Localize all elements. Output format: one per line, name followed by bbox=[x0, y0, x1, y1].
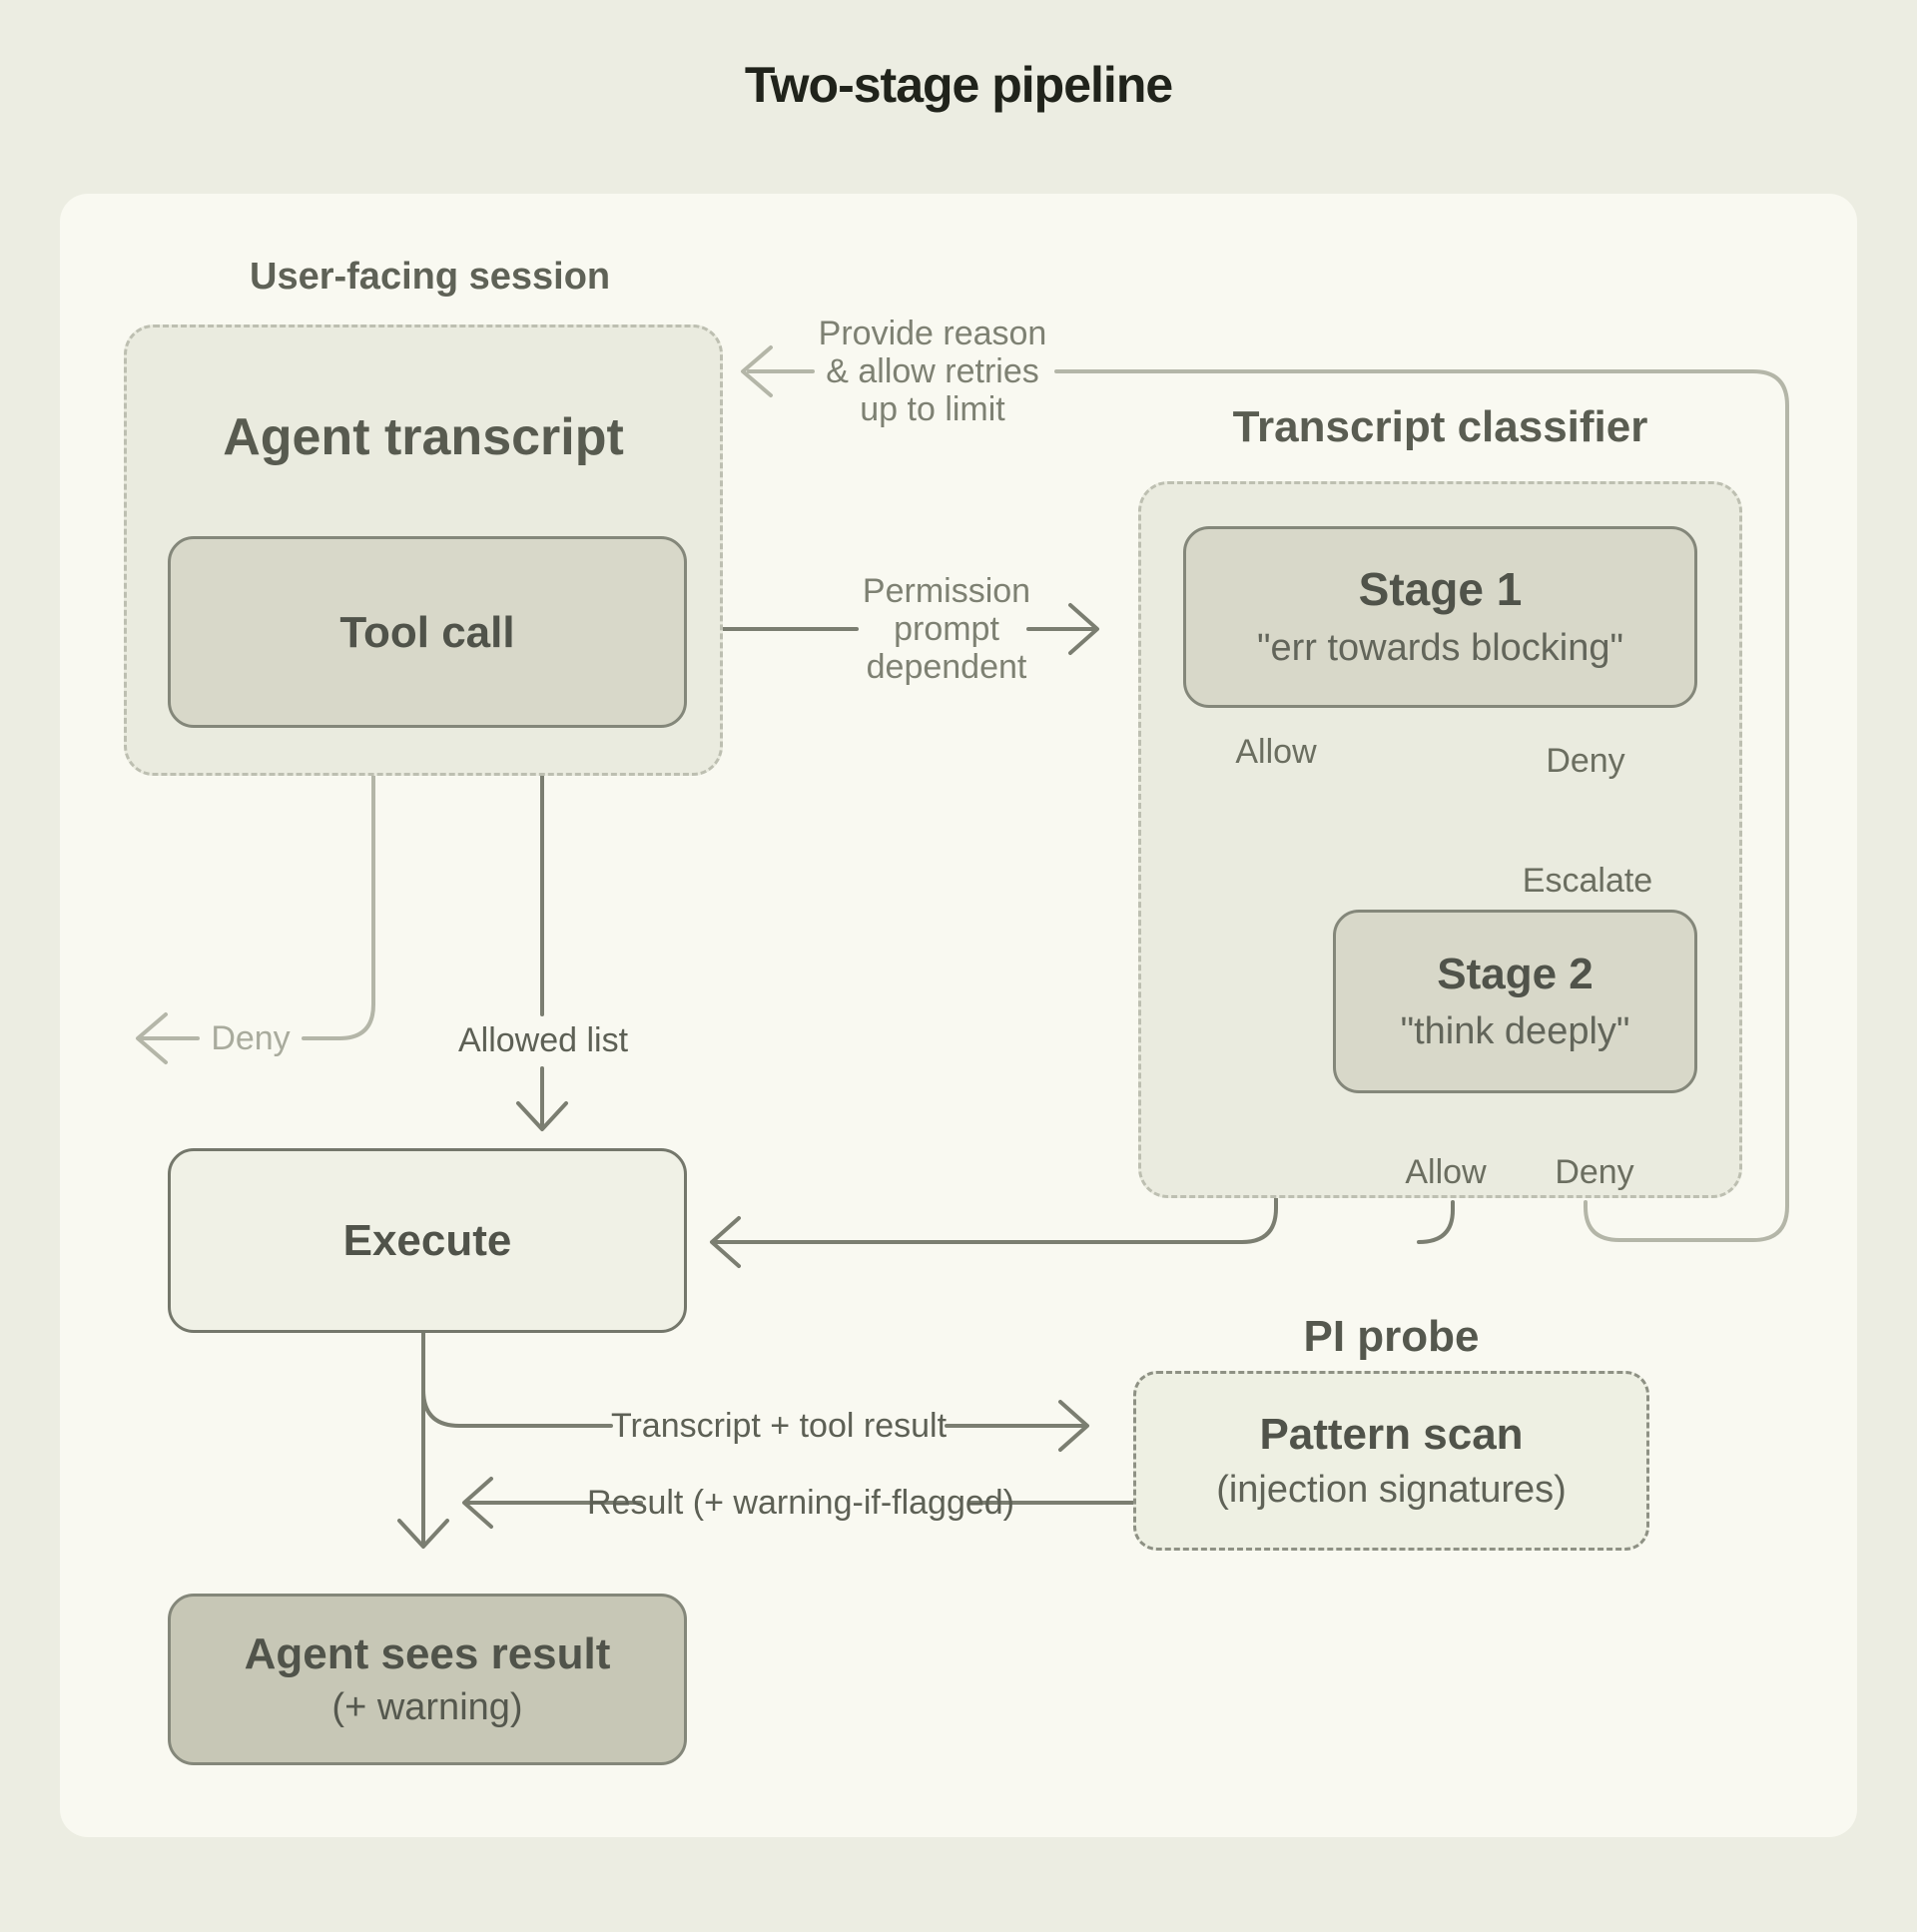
stage1-allow-label: Allow bbox=[1235, 732, 1317, 771]
tool-call-label: Tool call bbox=[339, 607, 515, 657]
user-facing-session-label: User-facing session bbox=[250, 256, 611, 298]
transcript-classifier-label: Transcript classifier bbox=[1232, 402, 1648, 451]
diagram-title: Two-stage pipeline bbox=[744, 57, 1173, 113]
permission-prompt-label: Permission prompt dependent bbox=[862, 571, 1031, 687]
stage2-allow-label: Allow bbox=[1405, 1152, 1487, 1191]
stage1-node: Stage 1 "err towards blocking" bbox=[1183, 526, 1697, 708]
provide-reason-label: Provide reason & allow retries up to lim… bbox=[818, 314, 1047, 429]
pattern-scan-node: Pattern scan (injection signatures) bbox=[1133, 1371, 1649, 1551]
agent-sees-result-subtitle: (+ warning) bbox=[331, 1685, 523, 1728]
escalate-label: Escalate bbox=[1522, 861, 1653, 900]
stage1-deny-label: Deny bbox=[1546, 741, 1625, 780]
stage1-title: Stage 1 bbox=[1358, 562, 1523, 615]
transcript-tool-result-label: Transcript + tool result bbox=[610, 1406, 948, 1445]
pattern-scan-title: Pattern scan bbox=[1259, 1409, 1524, 1459]
stage2-deny-label: Deny bbox=[1555, 1152, 1634, 1191]
agent-sees-result-node: Agent sees result (+ warning) bbox=[168, 1594, 687, 1765]
agent-sees-result-title: Agent sees result bbox=[244, 1628, 611, 1678]
pattern-scan-subtitle: (injection signatures) bbox=[1216, 1468, 1567, 1511]
agent-transcript-heading: Agent transcript bbox=[223, 408, 624, 466]
tool-call-node: Tool call bbox=[168, 536, 687, 728]
result-warning-label: Result (+ warning-if-flagged) bbox=[586, 1483, 1015, 1522]
deny-left-label: Deny bbox=[211, 1018, 291, 1057]
pi-probe-label: PI probe bbox=[1303, 1312, 1480, 1361]
stage2-title: Stage 2 bbox=[1437, 949, 1594, 998]
stage2-node: Stage 2 "think deeply" bbox=[1333, 910, 1697, 1093]
execute-label: Execute bbox=[342, 1216, 512, 1265]
execute-node: Execute bbox=[168, 1148, 687, 1333]
stage1-subtitle: "err towards blocking" bbox=[1256, 627, 1623, 670]
stage2-subtitle: "think deeply" bbox=[1400, 1009, 1630, 1052]
allowed-list-label: Allowed list bbox=[457, 1020, 629, 1059]
